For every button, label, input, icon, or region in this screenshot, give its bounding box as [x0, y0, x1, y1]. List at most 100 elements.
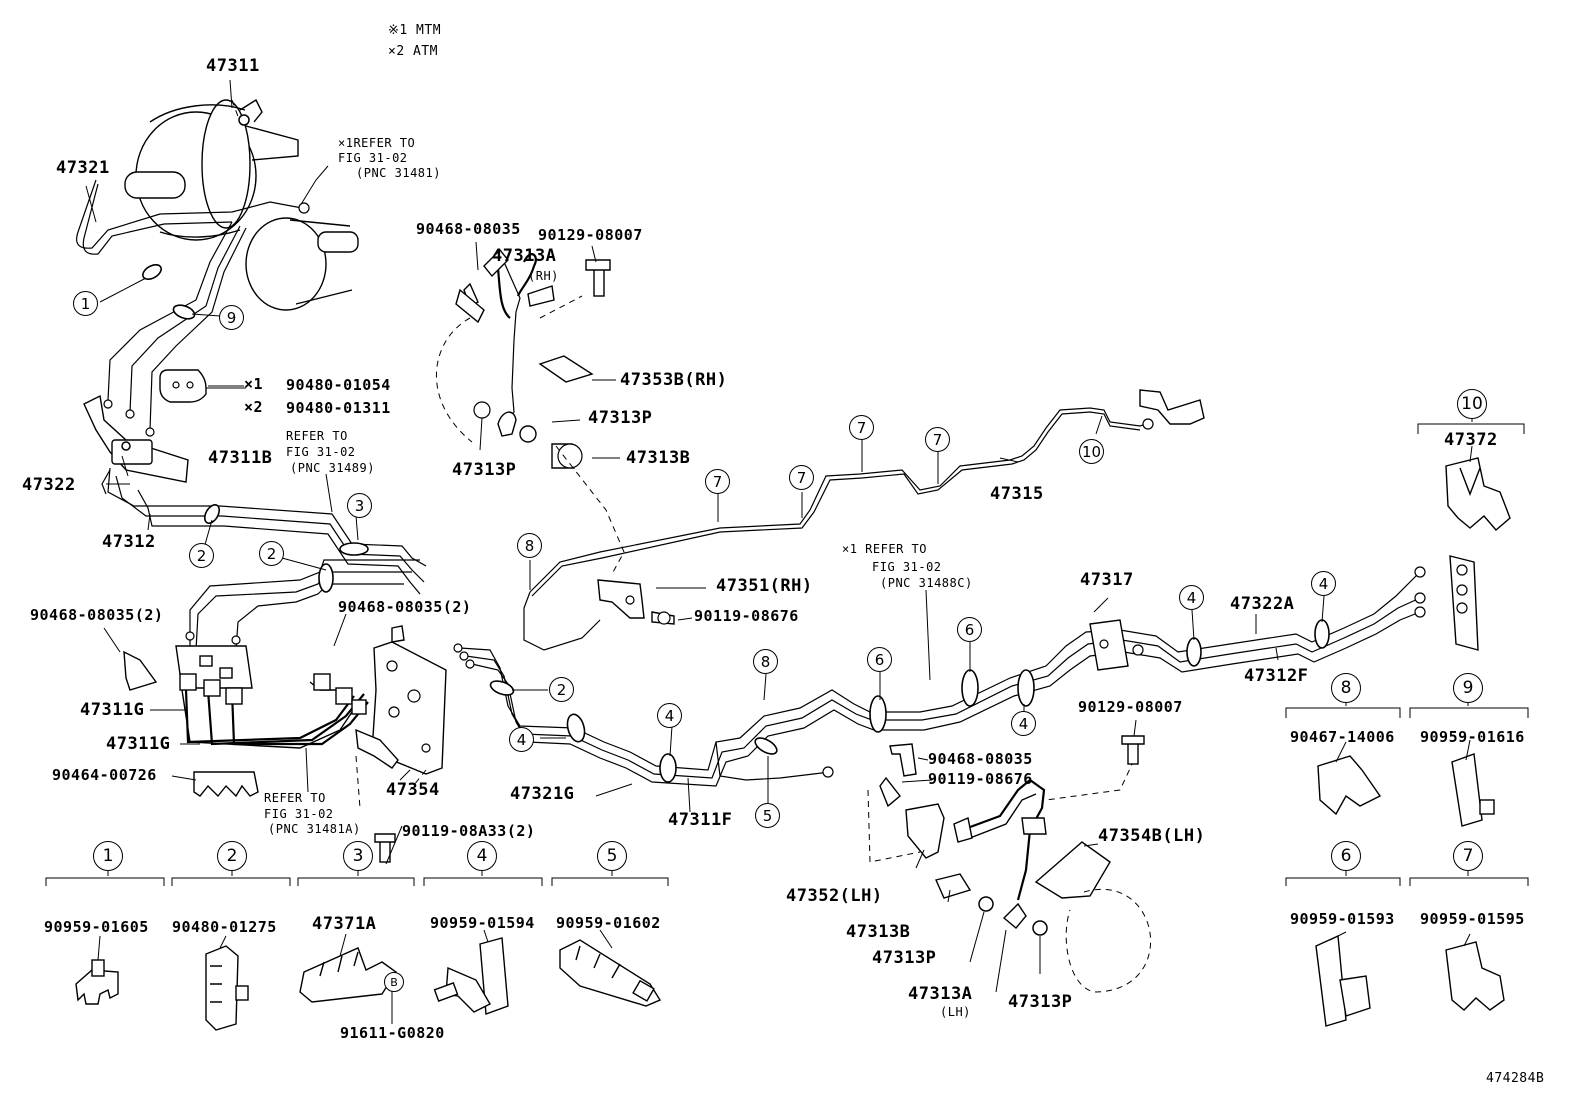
part-90959-01616: 90959-01616 — [1420, 728, 1525, 746]
ref-31489-line3: (PNC 31489) — [290, 461, 375, 475]
rubber-mount — [159, 369, 246, 403]
rear-pipe-group — [453, 555, 1479, 787]
callout-9-header: 9 — [1453, 673, 1483, 703]
ref-31488C-line1: ×1 REFER TO — [842, 542, 927, 556]
callout-5: 5 — [755, 803, 780, 828]
label-rh: (RH) — [528, 269, 559, 283]
part-90464-00726: 90464-00726 — [52, 766, 157, 784]
proportioning-valve — [83, 394, 427, 595]
x2-mark: ×2 — [244, 398, 264, 416]
legend-atm: ×2 ATM — [388, 44, 438, 59]
callout-8: 8 — [517, 533, 542, 558]
figure-code: 474284B — [1486, 1071, 1545, 1086]
part-47311F: 47311F — [668, 810, 733, 830]
callout-1-header: 1 — [93, 841, 123, 871]
callout-2: 2 — [259, 541, 284, 566]
reservoir — [245, 217, 359, 311]
part-47312: 47312 — [102, 532, 156, 552]
ref-31481-line2: FIG 31-02 — [338, 151, 408, 165]
part-47352-lh: 47352(LH) — [786, 886, 883, 906]
callout-7: 7 — [849, 415, 874, 440]
part-47313P-upper: 47313P — [588, 408, 653, 428]
ref-31489-line2: FIG 31-02 — [286, 445, 356, 459]
part-47313B-lower: 47313B — [846, 922, 911, 942]
detail-row-brackets — [45, 414, 1529, 886]
part-47311G-upper: 47311G — [80, 700, 145, 720]
callout-4: 4 — [509, 727, 534, 752]
part-90119-08A33: 90119-08A33(2) — [402, 822, 536, 840]
part-47311: 47311 — [206, 56, 260, 76]
part-90468-08035-lower: 90468-08035 — [928, 750, 1033, 768]
callout-6: 6 — [867, 647, 892, 672]
callout-2-header: 2 — [217, 841, 247, 871]
pipes-47321-47322 — [76, 165, 329, 437]
callout-1: 1 — [73, 291, 98, 316]
callout-6-header: 6 — [1331, 841, 1361, 871]
callout-10-header: 10 — [1457, 389, 1487, 419]
callout-2: 2 — [189, 543, 214, 568]
legend-mtm: ※1 MTM — [388, 23, 442, 38]
part-47313A-rh: 47313A — [492, 246, 557, 266]
part-47313P-lower-left: 47313P — [872, 948, 937, 968]
front-lh-assembly — [867, 735, 1151, 993]
ref-31488C-line3: (PNC 31488C) — [880, 576, 973, 590]
part-90959-01602: 90959-01602 — [556, 914, 661, 932]
callout-3: 3 — [347, 493, 372, 518]
part-47313P-lower-right: 47313P — [1008, 992, 1073, 1012]
part-90119-08676-lower: 90119-08676 — [928, 770, 1033, 788]
pipe-47315 — [529, 389, 1205, 597]
callout-4-header: 4 — [467, 841, 497, 871]
callout-b: B — [384, 972, 404, 992]
part-90129-08007-lower: 90129-08007 — [1078, 698, 1183, 716]
part-90480-01311: 90480-01311 — [286, 399, 391, 417]
pipe-group-47311G — [175, 559, 420, 749]
callout-4: 4 — [1311, 571, 1336, 596]
ref-31489-line1: REFER TO — [286, 429, 348, 443]
brake-booster — [124, 98, 299, 241]
part-47315: 47315 — [990, 484, 1044, 504]
part-90468-08035-2-right: 90468-08035(2) — [338, 598, 472, 616]
callout-8: 8 — [753, 649, 778, 674]
ref-31481-line3: (PNC 31481) — [356, 166, 441, 180]
part-47313P-left: 47313P — [452, 460, 517, 480]
part-47372: 47372 — [1444, 430, 1498, 450]
part-91611-G0820: 91611-G0820 — [340, 1024, 445, 1042]
callout-8-header: 8 — [1331, 673, 1361, 703]
part-90480-01275: 90480-01275 — [172, 918, 277, 936]
part-90959-01595: 90959-01595 — [1420, 910, 1525, 928]
part-90119-08676-upper: 90119-08676 — [694, 607, 799, 625]
part-90129-08007-top: 90129-08007 — [538, 226, 643, 244]
callout-2: 2 — [549, 677, 574, 702]
part-90959-01593: 90959-01593 — [1290, 910, 1395, 928]
part-47354: 47354 — [386, 780, 440, 800]
callout-4: 4 — [1179, 585, 1204, 610]
clip-47372 — [1445, 457, 1511, 531]
part-47313A-lh: 47313A — [908, 984, 973, 1004]
part-90468-08035-top: 90468-08035 — [416, 220, 521, 238]
ref-31488C-line2: FIG 31-02 — [872, 560, 942, 574]
part-47317: 47317 — [1080, 570, 1134, 590]
part-47312F: 47312F — [1244, 666, 1309, 686]
callout-9: 9 — [219, 305, 244, 330]
callout-3-header: 3 — [343, 841, 373, 871]
part-47313B-upper: 47313B — [626, 448, 691, 468]
ref-31481A-line1: REFER TO — [264, 791, 326, 805]
ref-31481A-line2: FIG 31-02 — [264, 807, 334, 821]
callout-4: 4 — [657, 703, 682, 728]
part-47354B-lh: 47354B(LH) — [1098, 826, 1206, 846]
callout-7: 7 — [789, 465, 814, 490]
part-47353B-rh: 47353B(RH) — [620, 370, 728, 390]
label-lh: (LH) — [940, 1005, 971, 1019]
bracket-47351 — [523, 579, 675, 651]
callout-5-header: 5 — [597, 841, 627, 871]
part-90959-01594: 90959-01594 — [430, 914, 535, 932]
part-47311G-lower: 47311G — [106, 734, 171, 754]
callout-6: 6 — [957, 617, 982, 642]
ref-31481A-line3: (PNC 31481A) — [268, 822, 361, 836]
clip-90468-08035-left — [123, 650, 158, 691]
detail-clips — [75, 753, 1505, 1031]
callout-4: 4 — [1011, 711, 1036, 736]
part-47322: 47322 — [22, 475, 76, 495]
